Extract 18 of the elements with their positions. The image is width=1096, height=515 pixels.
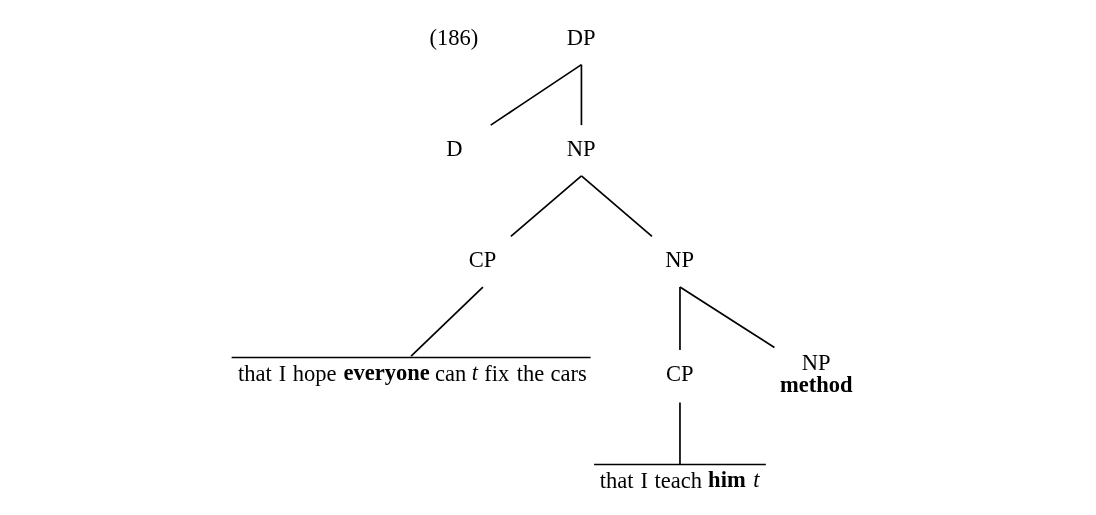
node-text: D <box>446 135 463 161</box>
node-text: NP method <box>779 349 853 398</box>
connector <box>510 175 583 238</box>
label: (186) <box>429 24 479 50</box>
node-text: that I teach him t <box>599 466 760 494</box>
node-text: NP <box>566 135 596 161</box>
connector <box>489 63 583 126</box>
connector <box>580 63 583 126</box>
node-text: NP <box>665 247 694 273</box>
node-text: CP <box>665 361 694 387</box>
node-text: that I hope everyone can t fix the cars <box>237 359 587 387</box>
node-text: DP <box>566 24 596 50</box>
connector <box>679 286 681 351</box>
connector <box>410 286 484 357</box>
connector <box>580 175 653 238</box>
node-text: CP <box>468 247 497 273</box>
connector <box>679 401 681 466</box>
connector <box>679 286 776 349</box>
